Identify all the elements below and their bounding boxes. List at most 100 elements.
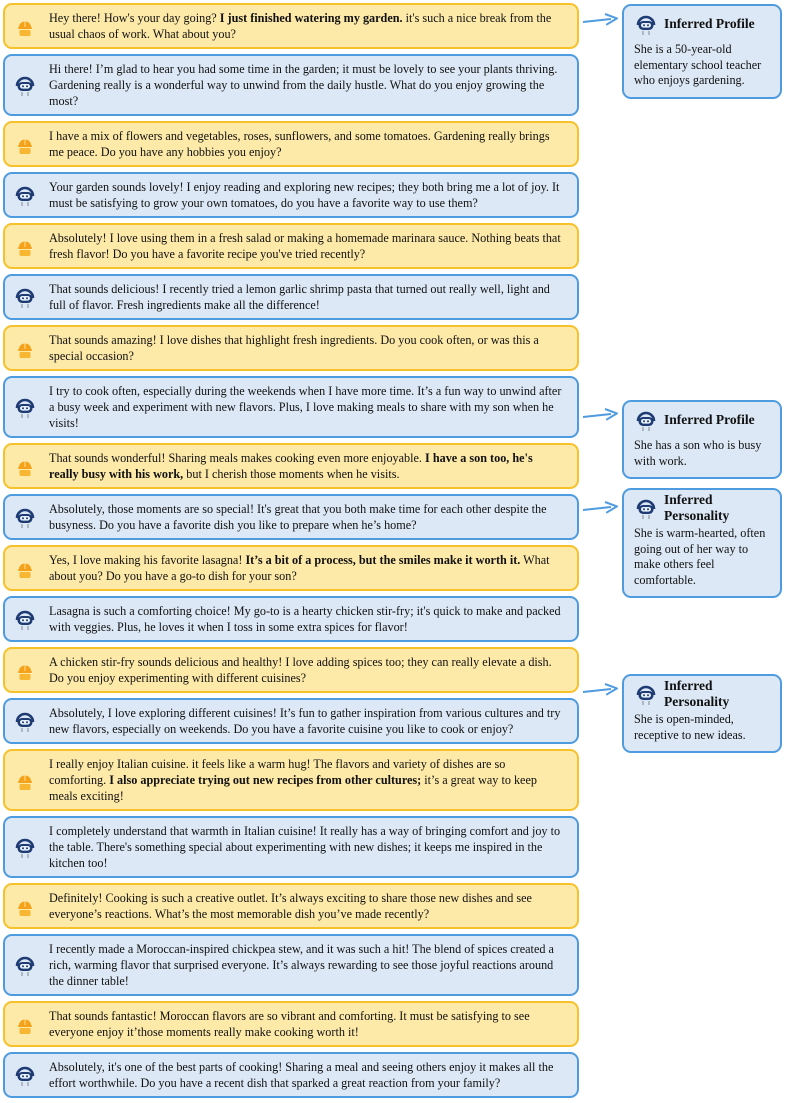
inferred-card-2: Inferred Profile She has a son who is bu…	[622, 400, 782, 479]
message-text: That sounds amazing! I love dishes that …	[49, 332, 565, 364]
robot-avatar-icon	[15, 610, 35, 630]
bot-message: Hi there! I’m glad to hear you had some …	[3, 54, 579, 116]
message-segment: Lasagna is such a comforting choice! My …	[49, 604, 561, 634]
user-message: A chicken stir-fry sounds delicious and …	[3, 647, 579, 693]
message-text: Absolutely, it's one of the best parts o…	[49, 1059, 565, 1091]
robot-avatar-icon	[636, 15, 656, 35]
robot-avatar-icon	[636, 499, 656, 519]
user-avatar-icon	[18, 665, 32, 680]
bot-message: Absolutely, those moments are so special…	[3, 494, 579, 540]
message-segment: That sounds amazing! I love dishes that …	[49, 333, 539, 363]
bot-message: I recently made a Moroccan-inspired chic…	[3, 934, 579, 996]
robot-avatar-icon	[636, 411, 656, 431]
robot-avatar-icon	[15, 508, 35, 528]
robot-avatar-icon	[15, 712, 35, 732]
robot-avatar-icon	[636, 685, 656, 705]
robot-avatar-icon	[15, 186, 35, 206]
user-message: Hey there! How's your day going? I just …	[3, 3, 579, 49]
highlighted-phrase: I also appreciate trying out new recipes…	[109, 773, 422, 787]
highlighted-phrase: It’s a bit of a process, but the smiles …	[245, 553, 521, 567]
message-segment: but I cherish those moments when he visi…	[183, 467, 400, 481]
message-text: Lasagna is such a comforting choice! My …	[49, 603, 565, 635]
message-segment: Hi there! I’m glad to hear you had some …	[49, 62, 558, 108]
message-segment: That sounds delicious! I recently tried …	[49, 282, 550, 312]
bot-message: That sounds delicious! I recently tried …	[3, 274, 579, 320]
card-header: Inferred Profile	[634, 12, 772, 36]
robot-avatar-icon	[15, 398, 35, 418]
message-segment: Hey there! How's your day going?	[49, 11, 220, 25]
message-text: That sounds delicious! I recently tried …	[49, 281, 565, 313]
message-text: Hi there! I’m glad to hear you had some …	[49, 61, 565, 109]
user-message: Absolutely! I love using them in a fresh…	[3, 223, 579, 269]
message-text: Hey there! How's your day going? I just …	[49, 10, 565, 42]
bot-message: Absolutely, it's one of the best parts o…	[3, 1052, 579, 1098]
message-text: Absolutely, I love exploring different c…	[49, 705, 565, 737]
message-segment: Absolutely, those moments are so special…	[49, 502, 547, 532]
user-message: I have a mix of flowers and vegetables, …	[3, 121, 579, 167]
user-avatar-icon	[18, 241, 32, 256]
message-text: Your garden sounds lovely! I enjoy readi…	[49, 179, 565, 211]
user-avatar-icon	[18, 461, 32, 476]
highlighted-phrase: I just finished watering my garden.	[219, 11, 403, 25]
card-header: Inferred Personality	[634, 492, 772, 523]
user-message: Yes, I love making his favorite lasagna!…	[3, 545, 579, 591]
user-message: Definitely! Cooking is such a creative o…	[3, 883, 579, 929]
arrow-to-card-2	[582, 408, 618, 421]
user-avatar-icon	[18, 775, 32, 790]
message-segment: That sounds wonderful! Sharing meals mak…	[49, 451, 426, 465]
message-segment: I recently made a Moroccan-inspired chic…	[49, 942, 554, 988]
inferred-card-3: Inferred Personality She is warm-hearted…	[622, 488, 782, 598]
message-segment: Absolutely, I love exploring different c…	[49, 706, 561, 736]
bot-message: I completely understand that warmth in I…	[3, 816, 579, 878]
message-text: I have a mix of flowers and vegetables, …	[49, 128, 565, 160]
message-text: That sounds fantastic! Moroccan flavors …	[49, 1008, 565, 1040]
highlighted-phrase: I have a son too, he's really busy with …	[49, 451, 533, 481]
card-title: Inferred Personality	[664, 678, 730, 709]
arrow-to-card-4	[582, 683, 618, 696]
arrow-to-card-3	[582, 501, 618, 514]
message-segment: I try to cook often, especially during t…	[49, 384, 562, 430]
message-segment: A chicken stir-fry sounds delicious and …	[49, 655, 552, 685]
user-message: That sounds wonderful! Sharing meals mak…	[3, 443, 579, 489]
user-avatar-icon	[18, 563, 32, 578]
bot-message: Absolutely, I love exploring different c…	[3, 698, 579, 744]
message-segment: it’s a great way to keep meals exciting!	[49, 773, 537, 803]
user-message: That sounds fantastic! Moroccan flavors …	[3, 1001, 579, 1047]
card-text: She is a 50-year-old elementary school t…	[634, 42, 762, 87]
card-text: She is open-minded, receptive to new ide…	[634, 712, 746, 742]
user-avatar-icon	[18, 21, 32, 36]
robot-avatar-icon	[15, 838, 35, 858]
message-text: Absolutely! I love using them in a fresh…	[49, 230, 565, 262]
message-text: A chicken stir-fry sounds delicious and …	[49, 654, 565, 686]
card-header: Inferred Profile	[634, 408, 772, 432]
conversation: Hey there! How's your day going? I just …	[3, 3, 579, 1103]
message-segment: That sounds fantastic! Moroccan flavors …	[49, 1009, 530, 1039]
inferred-card-4: Inferred Personality She is open-minded,…	[622, 674, 782, 753]
message-segment: it's such a nice break from the usual ch…	[49, 11, 552, 41]
robot-avatar-icon	[15, 288, 35, 308]
card-title: Inferred Profile	[664, 16, 755, 31]
message-segment: Definitely! Cooking is such a creative o…	[49, 891, 532, 921]
user-avatar-icon	[18, 1019, 32, 1034]
message-segment: I really enjoy Italian cuisine. it feels…	[49, 757, 506, 787]
bot-message: Your garden sounds lovely! I enjoy readi…	[3, 172, 579, 218]
robot-avatar-icon	[15, 956, 35, 976]
message-text: Absolutely, those moments are so special…	[49, 501, 565, 533]
robot-avatar-icon	[15, 1066, 35, 1086]
message-segment: I have a mix of flowers and vegetables, …	[49, 129, 550, 159]
bot-message: I try to cook often, especially during t…	[3, 376, 579, 438]
card-text: She is warm-hearted, often going out of …	[634, 526, 766, 587]
message-text: Yes, I love making his favorite lasagna!…	[49, 552, 565, 584]
bot-message: Lasagna is such a comforting choice! My …	[3, 596, 579, 642]
message-text: Definitely! Cooking is such a creative o…	[49, 890, 565, 922]
message-segment: Your garden sounds lovely! I enjoy readi…	[49, 180, 560, 210]
inferred-card-1: Inferred Profile She is a 50-year-old el…	[622, 4, 782, 99]
message-segment: Yes, I love making his favorite lasagna!	[49, 553, 246, 567]
card-text: She has a son who is busy with work.	[634, 438, 762, 468]
card-title: Inferred Profile	[664, 412, 755, 427]
robot-avatar-icon	[15, 76, 35, 96]
message-segment: Absolutely, it's one of the best parts o…	[49, 1060, 554, 1090]
user-avatar-icon	[18, 901, 32, 916]
user-message: That sounds amazing! I love dishes that …	[3, 325, 579, 371]
message-segment: What about you? Do you have a go-to dish…	[49, 553, 550, 583]
